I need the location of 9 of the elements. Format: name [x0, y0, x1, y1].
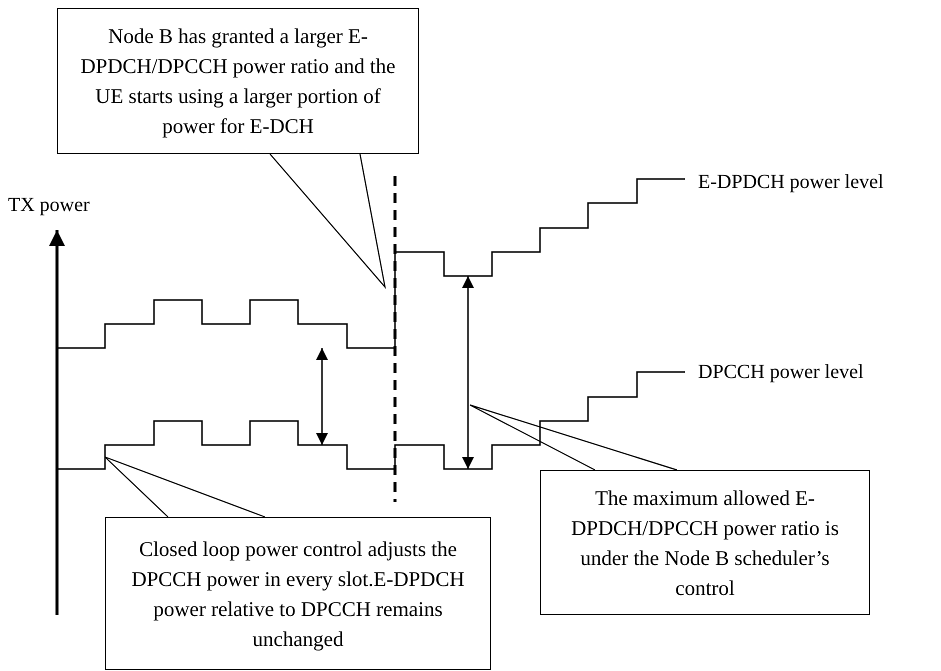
callout-text: The maximum allowed E-DPDCH/DPCCH power ratio is under the Node B scheduler’s control	[570, 484, 840, 602]
axis-label: TX power	[8, 193, 90, 217]
trace-label: E-DPDCH power level	[698, 170, 884, 194]
callout-box	[57, 8, 419, 154]
callout-text: Node B has granted a larger E-DPDCH/DPCCH power ratio and the UE starts using a larger portion of power for E-DCH	[80, 23, 396, 140]
trace-label: DPCCH power level	[698, 360, 864, 384]
callout-box	[105, 517, 491, 670]
callout-text: Closed loop power control adjusts the DPCCH power in every slot.E-DPDCH power relative to DPCCH remains unchanged	[130, 536, 466, 652]
callout-box	[540, 470, 870, 615]
